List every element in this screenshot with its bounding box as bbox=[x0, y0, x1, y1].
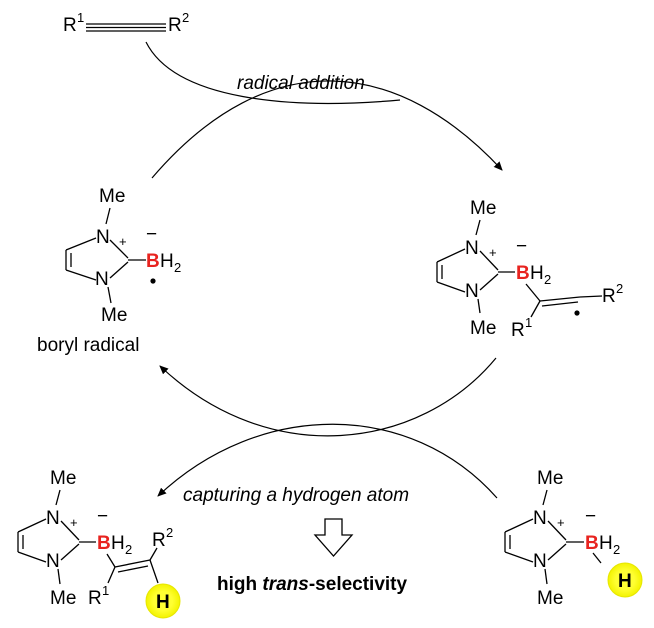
methyl-top: Me bbox=[470, 198, 496, 219]
methyl-bottom: Me bbox=[101, 305, 127, 326]
methyl-bottom: Me bbox=[50, 588, 76, 609]
h2-subscript: 2 bbox=[544, 272, 551, 287]
methyl-top: Me bbox=[537, 468, 563, 489]
alkyne-substrate: R 1 R 2 bbox=[63, 10, 189, 36]
methyl-bottom: Me bbox=[470, 318, 496, 339]
plus-charge: + bbox=[557, 515, 565, 530]
hydrogen-highlight bbox=[607, 562, 643, 598]
radical-dot bbox=[150, 278, 156, 284]
boron-atom: B bbox=[97, 533, 111, 554]
boryl-radical-label: boryl radical bbox=[37, 335, 139, 356]
cycle-top-arrow bbox=[151, 80, 503, 179]
methyl-top: Me bbox=[99, 186, 125, 207]
radical-addition-label: radical addition bbox=[237, 73, 365, 94]
plus-charge: + bbox=[489, 245, 497, 260]
r1-sup: 1 bbox=[525, 315, 532, 330]
hydrogen-atom: H bbox=[599, 533, 613, 554]
nitrogen-1: N bbox=[96, 227, 110, 248]
boron-atom: B bbox=[516, 263, 530, 284]
boron-atom: B bbox=[585, 533, 599, 554]
alkyne-r2: R bbox=[168, 15, 182, 36]
h2-subscript: 2 bbox=[613, 542, 620, 557]
hydrogen-highlight bbox=[145, 583, 181, 619]
donated-hydrogen: H bbox=[618, 571, 632, 592]
r2-sup: 2 bbox=[166, 525, 173, 540]
methyl-top: Me bbox=[50, 468, 76, 489]
h2-subscript: 2 bbox=[125, 542, 132, 557]
vinyl-radical-molecule: Me N N + − B H 2 R 2 R 1 Me bbox=[436, 198, 623, 341]
substituent-r1: R bbox=[511, 320, 525, 341]
plus-charge: + bbox=[119, 234, 127, 249]
methyl-bottom: Me bbox=[537, 588, 563, 609]
nitrogen-3: N bbox=[533, 551, 547, 572]
nitrogen-1: N bbox=[533, 508, 547, 529]
r2-sup: 2 bbox=[616, 281, 623, 296]
minus-charge: − bbox=[97, 506, 108, 527]
substituent-r2: R bbox=[152, 530, 166, 551]
plus-charge: + bbox=[70, 515, 78, 530]
radical-dot bbox=[574, 310, 580, 316]
boron-atom: B bbox=[146, 251, 160, 272]
nitrogen-1: N bbox=[46, 508, 60, 529]
hydrogen-capture-arrow bbox=[157, 423, 498, 499]
nhc-borane-molecule: Me N N + − B H 2 H Me bbox=[504, 468, 643, 609]
cycle-bottom-arrow bbox=[159, 357, 497, 437]
minus-charge: − bbox=[146, 224, 157, 245]
substituent-r1: R bbox=[88, 588, 102, 609]
nitrogen-3: N bbox=[465, 281, 479, 302]
alkyne-r2-sup: 2 bbox=[182, 10, 189, 25]
r1-sup: 1 bbox=[102, 583, 109, 598]
nitrogen-3: N bbox=[95, 269, 109, 290]
substituent-r2: R bbox=[602, 286, 616, 307]
hydrogen-atom: H bbox=[111, 533, 125, 554]
minus-charge: − bbox=[516, 236, 527, 257]
trans-alkenylborane-product: Me N N + − B H 2 R 2 H R 1 Me bbox=[17, 468, 181, 619]
hydrogen-atom: H bbox=[530, 263, 544, 284]
boryl-radical-molecule: Me N N + − B H 2 Me boryl radical bbox=[37, 186, 181, 356]
h2-subscript: 2 bbox=[174, 260, 181, 275]
down-arrow-icon bbox=[313, 518, 354, 557]
alkyne-r1: R bbox=[63, 15, 77, 36]
hydrogen-atom: H bbox=[160, 251, 174, 272]
nitrogen-3: N bbox=[46, 551, 60, 572]
minus-charge: − bbox=[585, 506, 596, 527]
alkyne-r1-sup: 1 bbox=[77, 10, 84, 25]
nitrogen-1: N bbox=[465, 238, 479, 259]
selectivity-label: high trans-selectivity bbox=[217, 574, 408, 595]
substrate-entry-curve bbox=[145, 41, 401, 104]
capturing-label: capturing a hydrogen atom bbox=[183, 485, 409, 506]
captured-hydrogen: H bbox=[156, 592, 170, 613]
